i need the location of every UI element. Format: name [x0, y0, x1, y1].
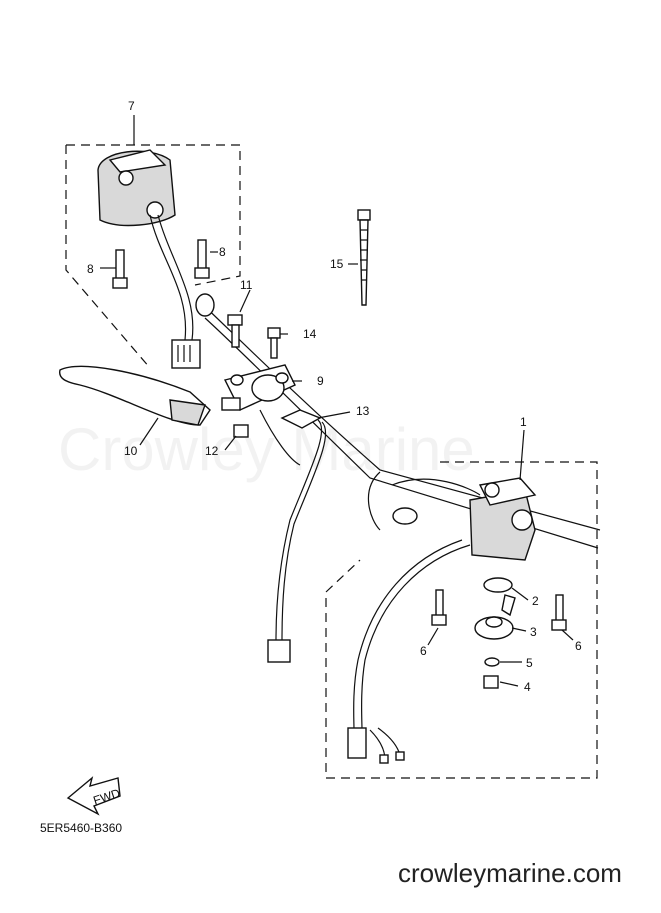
- lever-holder-9: [221, 364, 296, 411]
- bolt-8-right: [194, 239, 210, 279]
- clutch-switch-13: [267, 409, 327, 663]
- callout-15: 15: [330, 257, 344, 271]
- callout-4: 4: [524, 680, 531, 694]
- leader-lines: [100, 115, 574, 687]
- bolt-12: [233, 424, 249, 438]
- group-box-1: [325, 461, 598, 779]
- part-2: [483, 577, 516, 617]
- callout-6-right: 6: [575, 639, 582, 653]
- callout-7: 7: [128, 99, 135, 113]
- callout-2: 2: [532, 594, 539, 608]
- callout-12: 12: [205, 444, 219, 458]
- callout-5: 5: [526, 656, 533, 670]
- callout-13: 13: [356, 404, 370, 418]
- callout-3: 3: [530, 625, 537, 639]
- cable-tie-15: [357, 209, 371, 306]
- left-switch-7: [97, 149, 201, 369]
- part-3: [474, 616, 514, 640]
- diagram-code: 5ER5460-B360: [40, 821, 122, 835]
- part-4: [483, 675, 499, 689]
- bolt-6-right: [551, 594, 567, 631]
- part-5: [484, 657, 500, 667]
- callout-8-right: 8: [219, 245, 226, 259]
- callout-8-left: 8: [87, 262, 94, 276]
- callout-10: 10: [124, 444, 138, 458]
- bolt-8-left: [112, 249, 128, 289]
- callout-1: 1: [520, 415, 527, 429]
- clutch-lever-10: [58, 365, 211, 426]
- right-switch-1: [347, 477, 537, 764]
- group-box-7: [65, 144, 241, 369]
- fwd-arrow-icon: FWD: [66, 776, 122, 816]
- bolt-14: [267, 327, 281, 359]
- callout-9: 9: [317, 374, 324, 388]
- bolt-11: [227, 314, 243, 348]
- callout-11: 11: [240, 278, 253, 292]
- bolt-6-left: [431, 589, 447, 626]
- watermark-text: Crowley Marine: [58, 416, 475, 483]
- callout-14: 14: [303, 327, 317, 341]
- site-url[interactable]: crowleymarine.com: [398, 858, 622, 888]
- callout-6-left: 6: [420, 644, 427, 658]
